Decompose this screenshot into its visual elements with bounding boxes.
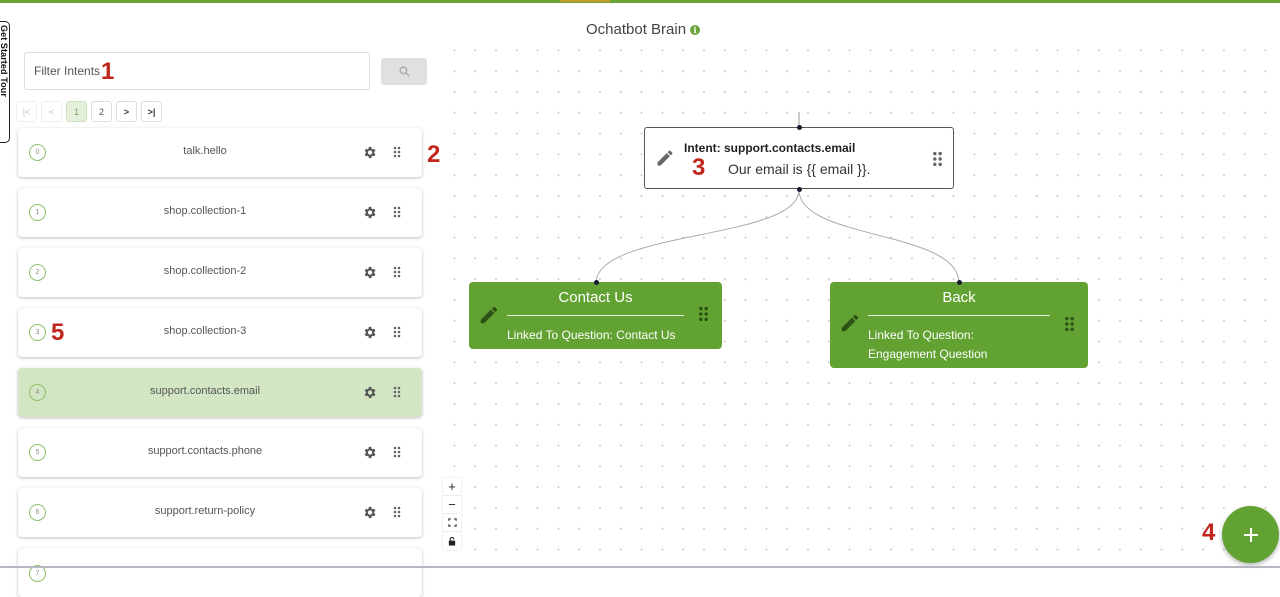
search-button[interactable] [381,58,427,85]
intent-index-badge: 2 [29,264,46,281]
divider [507,315,684,316]
plus-icon [1243,527,1258,542]
add-node-button[interactable] [1222,506,1279,563]
filter-intents-input[interactable] [24,52,370,90]
gear-icon[interactable] [362,265,377,280]
intent-name: shop.collection-3 [163,325,247,337]
drag-handle-icon[interactable] [1064,316,1075,332]
answer-node-contact-us[interactable]: Contact Us Linked To Question: Contact U… [469,282,722,349]
drag-handle-icon[interactable] [393,506,401,518]
gear-icon[interactable] [362,145,377,160]
gear-icon[interactable] [362,205,377,220]
annotation-marker-1: 1 [101,58,115,85]
node-input-handle[interactable] [797,125,802,130]
drag-handle-icon[interactable] [393,386,401,398]
intent-row-shop-collection-1[interactable]: 1 shop.collection-1 [18,188,422,237]
divider [868,315,1050,316]
page-2-button[interactable]: 2 [91,101,112,122]
node-input-handle[interactable] [957,280,962,285]
answer-node-subtitle-line1: Linked To Question: [868,328,974,342]
intent-row-support-return-policy[interactable]: 6 support.return-policy [18,488,422,537]
zoom-in-button[interactable]: + [443,478,461,496]
intent-index-badge: 0 [29,144,46,161]
first-page-button[interactable]: |< [16,101,37,122]
page-1-button[interactable]: 1 [66,101,87,122]
answer-node-subtitle: Linked To Question: Contact Us [507,328,676,342]
drag-handle-icon[interactable] [932,151,943,167]
intent-index-badge: 3 [29,324,46,341]
fit-view-icon [447,518,457,527]
answer-node-back[interactable]: Back Linked To Question: Engagement Ques… [830,282,1088,368]
answer-node-subtitle-line2: Engagement Question [868,347,988,361]
page-title: Ochatbot Brain i [586,21,701,38]
intent-row-talk-hello[interactable]: 0 talk.hello [18,128,422,177]
pagination: |< < 1 2 > >| [16,101,162,122]
intent-node[interactable]: Intent: support.contacts.email Our email… [644,127,954,189]
annotation-marker-4: 4 [1202,519,1216,546]
get-started-tour-tab[interactable]: Get Started Tour [0,21,10,143]
gear-icon[interactable] [362,445,377,460]
intent-index-badge: 1 [29,204,46,221]
intent-name: support.contacts.email [149,385,261,397]
drag-handle-icon[interactable] [393,206,401,218]
drag-handle-icon[interactable] [393,446,401,458]
intent-index-badge: 5 [29,444,46,461]
intent-name: shop.collection-2 [163,265,247,277]
prev-page-button[interactable]: < [41,101,62,122]
gear-icon[interactable] [362,505,377,520]
intent-row-shop-collection-3[interactable]: 3 shop.collection-3 [18,308,422,357]
page-title-text: Ochatbot Brain [586,21,687,38]
lock-icon [448,536,456,546]
drag-handle-icon[interactable] [393,146,401,158]
intent-node-message: Our email is {{ email }}. [728,161,871,177]
next-page-button[interactable]: > [116,101,137,122]
node-output-handle[interactable] [797,187,802,192]
drag-handle-icon[interactable] [393,266,401,278]
flow-connections [595,112,960,284]
edit-pencil-icon[interactable] [839,312,861,334]
intent-index-badge: 4 [29,384,46,401]
intent-name: shop.collection-1 [163,205,247,217]
edit-pencil-icon[interactable] [655,148,675,168]
fit-view-button[interactable] [443,514,461,532]
node-input-handle[interactable] [594,280,599,285]
intent-name: support.contacts.phone [147,445,263,457]
intent-row-shop-collection-2[interactable]: 2 shop.collection-2 [18,248,422,297]
top-accent-bar [0,0,1280,3]
canvas-controls: + − [443,478,461,550]
drag-handle-icon[interactable] [698,306,709,322]
intent-name: talk.hello [183,145,227,157]
drag-handle-icon[interactable] [393,326,401,338]
edit-pencil-icon[interactable] [478,304,500,326]
intent-name: support.return-policy [154,505,256,517]
annotation-marker-5: 5 [51,319,65,346]
answer-node-title: Back [942,289,976,306]
intent-node-heading: Intent: support.contacts.email [684,141,856,155]
last-page-button[interactable]: >| [141,101,162,122]
answer-node-subtitle: Linked To Question: Engagement Question [868,326,987,364]
lock-button[interactable] [443,532,461,550]
intent-row-support-contacts-phone[interactable]: 5 support.contacts.phone [18,428,422,477]
intent-row-support-contacts-email[interactable]: 4 support.contacts.email [18,368,422,417]
answer-node-title: Contact Us [558,289,633,306]
info-icon[interactable]: i [690,24,701,35]
intent-index-badge: 6 [29,504,46,521]
annotation-marker-3: 3 [692,154,706,181]
gear-icon[interactable] [362,385,377,400]
top-progress-accent [560,0,610,2]
annotation-marker-2: 2 [427,141,441,168]
gear-icon[interactable] [362,325,377,340]
tour-tab-label: Get Started Tour [0,25,9,97]
window-bottom-edge [0,566,1280,568]
zoom-out-button[interactable]: − [443,496,461,514]
search-icon [398,66,410,77]
